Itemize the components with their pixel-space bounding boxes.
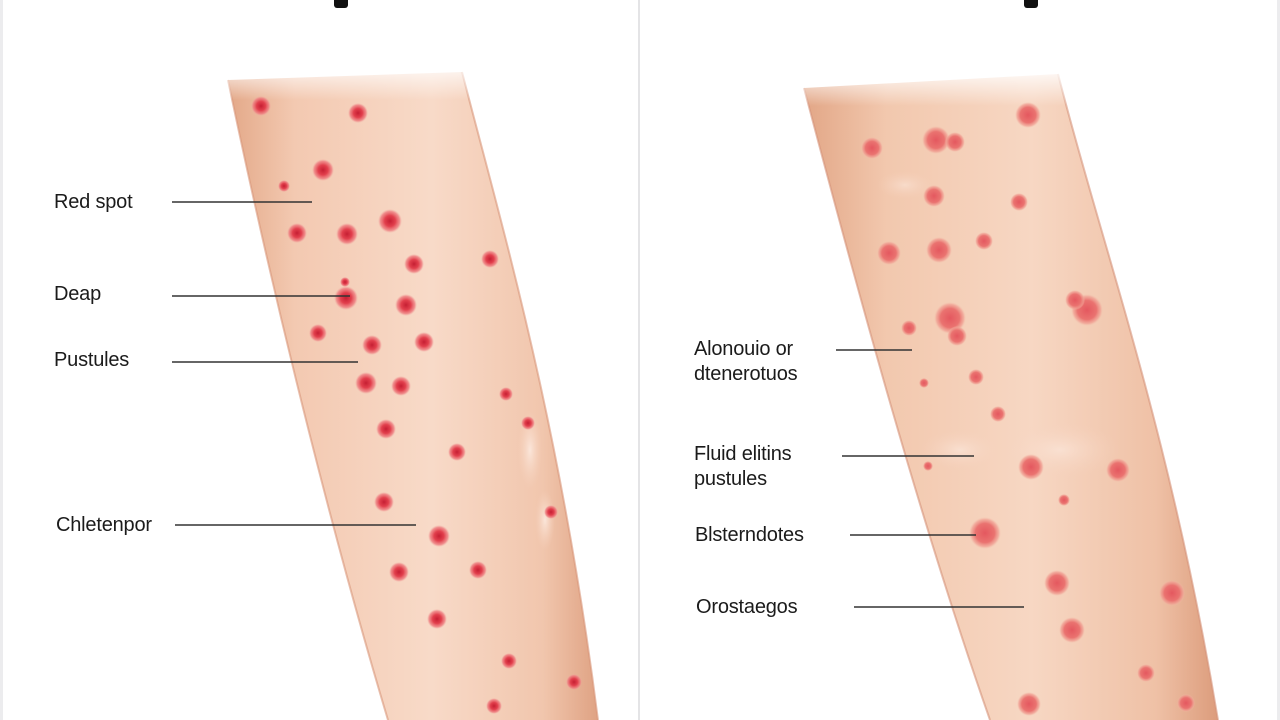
blister-patch: [1177, 694, 1195, 712]
blister-patch: [1065, 290, 1085, 310]
blister-patch: [990, 406, 1006, 422]
red-spot: [481, 250, 499, 268]
blister-patch: [947, 326, 967, 346]
red-spot: [348, 103, 368, 123]
red-spot: [355, 372, 377, 394]
blister-patch: [1044, 570, 1070, 596]
label-crusts: Orostaegos: [696, 596, 798, 618]
label-fluid-line2: pustules: [694, 468, 767, 490]
red-spot: [278, 180, 290, 192]
left-title-fragment: [334, 0, 348, 8]
label-alonouio-line1: Alonouio or: [694, 338, 793, 360]
blister-patch: [1159, 580, 1185, 606]
red-spot: [389, 562, 409, 582]
blister-patch: [1137, 664, 1155, 682]
right-border: [1277, 0, 1280, 720]
label-blisters: Blsterndotes: [695, 524, 804, 546]
red-spot: [309, 324, 327, 342]
blister-patch: [945, 132, 965, 152]
label-red-spot: Red spot: [54, 191, 133, 213]
red-spot: [312, 159, 334, 181]
red-spot: [336, 223, 358, 245]
blister-patch: [1010, 193, 1028, 211]
red-spot: [340, 277, 350, 287]
blister-patch: [1059, 617, 1085, 643]
right-arm-lesions: [861, 102, 1195, 716]
blister-patch: [1017, 692, 1041, 716]
left-arm-spots: [251, 96, 582, 714]
blister-patch: [1106, 458, 1130, 482]
label-pustules: Pustules: [54, 349, 130, 371]
red-spot: [395, 294, 417, 316]
red-spot: [362, 335, 382, 355]
left-border: [0, 0, 3, 720]
blister-patch: [861, 137, 883, 159]
label-fluid-line1: Fluid elitins: [694, 443, 792, 465]
blister-patch: [968, 369, 984, 385]
red-spot: [448, 443, 466, 461]
red-spot: [391, 376, 411, 396]
blister-patch: [922, 126, 950, 154]
red-spot: [501, 653, 517, 669]
blister-patch: [923, 185, 945, 207]
label-chickenpox: Chletenpor: [56, 514, 152, 536]
red-spot: [287, 223, 307, 243]
panel-divider: [638, 0, 640, 720]
blister-patch: [926, 237, 952, 263]
red-spot: [334, 286, 358, 310]
red-spot: [428, 525, 450, 547]
red-spot: [521, 416, 535, 430]
label-alonouio-line2: dtenerotuos: [694, 363, 798, 385]
red-spot: [486, 698, 502, 714]
red-spot: [499, 387, 513, 401]
blister-patch: [923, 461, 933, 471]
red-spot: [427, 609, 447, 629]
red-spot: [544, 505, 558, 519]
blister-patch: [975, 232, 993, 250]
red-spot: [566, 674, 582, 690]
red-spot: [378, 209, 402, 233]
red-spot: [414, 332, 434, 352]
red-spot: [469, 561, 487, 579]
left-arm: [220, 60, 599, 720]
blister-patch: [1015, 102, 1041, 128]
label-deap: Deap: [54, 283, 102, 305]
blister-patch: [901, 320, 917, 336]
red-spot: [251, 96, 271, 116]
blister-patch: [1058, 494, 1070, 506]
red-spot: [404, 254, 424, 274]
red-spot: [376, 419, 396, 439]
blister-patch: [969, 517, 1001, 549]
blister-patch: [919, 378, 929, 388]
blister-patch: [934, 302, 966, 334]
right-arm: [796, 66, 1219, 720]
blister-patch: [1018, 454, 1044, 480]
red-spot: [374, 492, 394, 512]
right-title-fragment: [1024, 0, 1038, 8]
leader-lines: [172, 201, 1024, 608]
blister-patch: [877, 241, 901, 265]
label-alonouio: Alonouio or dtenerotuos: [694, 337, 798, 387]
label-fluid: Fluid elitins pustules: [694, 442, 792, 492]
